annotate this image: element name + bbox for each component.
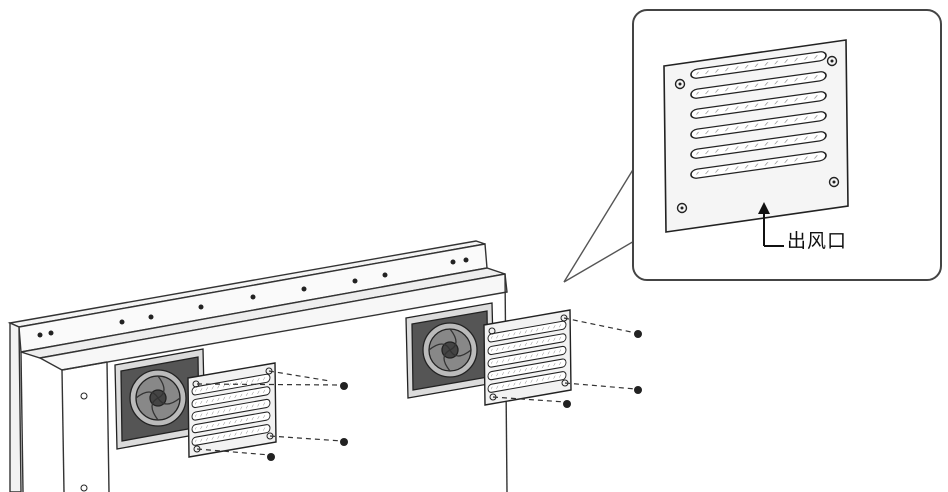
right-screws [492, 317, 642, 408]
callout-pointer [563, 167, 637, 283]
left-fan-housing [114, 348, 206, 450]
callout-box [632, 9, 942, 281]
right-vent-cover [483, 309, 572, 406]
vent-outlet-label: 出风口 [787, 230, 848, 252]
right-fan-housing [405, 302, 495, 399]
left-screws [196, 370, 348, 461]
left-vent-cover [187, 362, 277, 458]
frame-screw-holes [37, 257, 469, 492]
